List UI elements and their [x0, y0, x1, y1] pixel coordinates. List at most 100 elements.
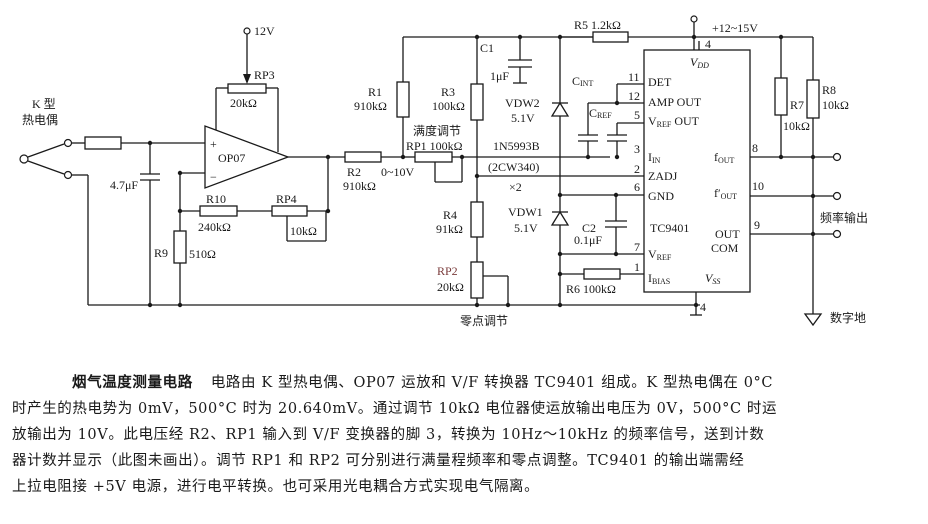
- pin-fout2-label: f′OUT: [714, 186, 737, 201]
- r1-label: R1: [368, 85, 382, 99]
- c2-label: C2: [582, 221, 596, 235]
- r3-resistor: [470, 83, 484, 121]
- outcom-terminal: [832, 229, 842, 239]
- r6-resistor: [583, 268, 621, 280]
- rp1-label: RP1 100kΩ: [406, 139, 463, 153]
- caption-line-3: 放输出为 10V。此电压经 R2、RP1 输入到 V/F 变换器的脚 3，转换为…: [12, 427, 765, 443]
- plus-sign: +: [210, 137, 217, 151]
- pin-zadj-label: ZADJ: [648, 169, 678, 183]
- r5-label: R5 1.2kΩ: [574, 18, 621, 32]
- r8-label: R8: [822, 83, 836, 97]
- pin-8: 8: [752, 141, 758, 155]
- r10-value: 240kΩ: [198, 220, 231, 234]
- caption-line-4: 器计数并显示（此图未画出）。调节 RP1 和 RP2 可分别进行满量程频率和零点…: [12, 453, 745, 469]
- rp2-label: RP2: [437, 264, 458, 278]
- supply-12v-label: 12V: [254, 24, 275, 38]
- terminal: [63, 138, 73, 148]
- vdd-terminal: [690, 15, 698, 23]
- pin-com-label: COM: [711, 241, 739, 255]
- cref-label: CREF: [589, 106, 612, 120]
- freq-out-label: 频率输出: [820, 210, 868, 225]
- op07-label: OP07: [218, 151, 245, 165]
- pin-11: 11: [628, 70, 640, 84]
- r7-value: 10kΩ: [783, 119, 810, 133]
- fout2-terminal: [832, 191, 842, 201]
- digital-ground-icon: [803, 313, 823, 327]
- pin-2: 2: [634, 162, 640, 176]
- vdw2-zener: [550, 101, 570, 117]
- vdw1-label: VDW1: [508, 205, 543, 219]
- r6-label: R6 100kΩ: [566, 282, 616, 296]
- thermocouple-label-2: 热电偶: [22, 113, 58, 127]
- fout-terminal: [832, 152, 842, 162]
- caption-title: 烟气温度测量电路: [72, 375, 193, 391]
- rp3-value: 20kΩ: [230, 96, 257, 110]
- r8-value: 10kΩ: [822, 98, 849, 112]
- input-resistor: [84, 136, 122, 150]
- r3-label: R3: [441, 85, 455, 99]
- r4-value: 91kΩ: [436, 222, 463, 236]
- pin-6: 6: [634, 180, 640, 194]
- op07-opamp: [204, 125, 290, 189]
- rp3-label: RP3: [254, 68, 275, 82]
- rp4-label: RP4: [276, 192, 297, 206]
- figure-caption: 烟气温度测量电路电路由 K 型热电偶、OP07 运放和 V/F 转换器 TC94…: [12, 370, 918, 500]
- r3-value: 100kΩ: [432, 99, 465, 113]
- r2-value: 910kΩ: [343, 179, 376, 193]
- pin-10: 10: [752, 179, 764, 193]
- pin-9: 9: [754, 218, 760, 232]
- fullscale-adj-label: 满度调节: [413, 123, 461, 138]
- digital-gnd-label: 数字地: [830, 310, 866, 325]
- rp1-potentiometer: [414, 151, 453, 163]
- schematic-diagram: K 型 热电偶 4.7μF + − OP07 12V RP3 20kΩ R10 …: [19, 15, 868, 328]
- range-label: 0~10V: [381, 165, 414, 179]
- pin-4-vss: 4: [700, 300, 706, 314]
- pin-vref-label: VREF: [648, 247, 672, 262]
- r4-resistor: [470, 201, 484, 238]
- r5-resistor: [592, 31, 629, 43]
- zener-part-label: 1N5993B: [493, 139, 540, 153]
- wiper-arrow: [243, 74, 251, 84]
- r1-value: 910kΩ: [354, 99, 387, 113]
- zero-adj-label: 零点调节: [460, 314, 508, 328]
- ic-name-label: TC9401: [650, 221, 689, 235]
- pin-fout-label: fOUT: [714, 150, 735, 165]
- pin-iin-label: IIN: [648, 150, 661, 165]
- thermocouple-junction: [19, 154, 29, 164]
- caption-line-1: 烟气温度测量电路电路由 K 型热电偶、OP07 运放和 V/F 转换器 TC94…: [72, 375, 774, 391]
- rp2-potentiometer: [470, 261, 484, 299]
- caption-line-2: 时产生的热电势为 0mV，500°C 时为 20.640mV。通过调节 10kΩ…: [12, 401, 778, 417]
- r10-label: R10: [206, 192, 226, 206]
- r7-resistor: [774, 77, 788, 116]
- zener-qty-label: ×2: [509, 180, 522, 194]
- pin-3: 3: [634, 142, 640, 156]
- vdw1-zener: [550, 210, 570, 226]
- pin-4-vdd: 4: [705, 37, 711, 51]
- cap-4-7uf-label: 4.7μF: [110, 178, 138, 192]
- rp4-potentiometer: [271, 205, 308, 217]
- r4-label: R4: [443, 208, 457, 222]
- thermocouple: [19, 138, 73, 180]
- r2-label: R2: [347, 165, 361, 179]
- pin-vref-out-label: VREF OUT: [648, 114, 700, 129]
- r7-label: R7: [790, 98, 804, 112]
- pin-ibias-label: IBIAS: [648, 271, 670, 286]
- pin-7: 7: [634, 240, 640, 254]
- minus-sign: −: [210, 170, 217, 184]
- r9-label: R9: [154, 246, 168, 260]
- r8-resistor: [806, 79, 820, 119]
- pin-1: 1: [634, 260, 640, 274]
- pin-out-label: OUT: [715, 227, 740, 241]
- r9-resistor: [173, 230, 187, 264]
- pin-gnd-label: GND: [648, 189, 674, 203]
- r2-resistor: [344, 151, 382, 163]
- pin-det-label: DET: [648, 75, 672, 89]
- cint-label: CINT: [572, 74, 593, 88]
- ic-vss-label: VSS: [705, 271, 720, 286]
- vdw2-label: VDW2: [505, 96, 540, 110]
- thermocouple-label-1: K 型: [32, 97, 56, 111]
- tc9401-ic: [643, 49, 751, 293]
- pin-12: 12: [628, 89, 640, 103]
- r10-resistor: [199, 205, 238, 217]
- supply-vdd-label: +12~15V: [712, 21, 758, 35]
